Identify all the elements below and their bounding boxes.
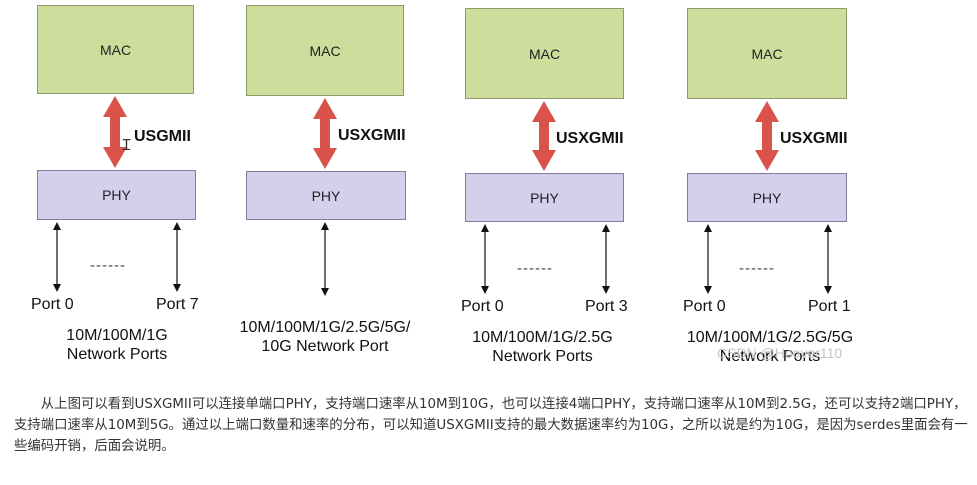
- mac-label: MAC: [751, 45, 783, 62]
- port-label-right-1: Port 7: [156, 296, 199, 313]
- mac-block-1: MAC: [37, 5, 194, 94]
- mac-block-4: MAC: [687, 8, 847, 99]
- port-ellipsis-3: ------: [517, 260, 553, 277]
- bus-label-4: USXGMII: [780, 130, 848, 147]
- caption-line-2: Network Ports: [492, 348, 593, 365]
- mac-block-3: MAC: [465, 8, 624, 99]
- phy-block-4: PHY: [687, 173, 847, 222]
- bus-arrow-4: [755, 101, 779, 171]
- phy-label: PHY: [102, 187, 131, 203]
- caption-3: 10M/100M/1G/2.5G Network Ports: [455, 328, 630, 366]
- port-label-left-3: Port 0: [461, 298, 504, 315]
- port-ellipsis-4: ------: [739, 260, 775, 277]
- caption-line-1: 10M/100M/1G/2.5G/5G/: [239, 319, 411, 336]
- caption-1: 10M/100M/1G Network Ports: [37, 326, 197, 364]
- phy-label: PHY: [530, 189, 559, 206]
- caption-line-2: Network Ports: [719, 348, 821, 365]
- mac-block-2: MAC: [246, 5, 404, 96]
- description-paragraph: 从上图可以看到USXGMII可以连接单端口PHY，支持端口速率从10M到10G，…: [14, 397, 968, 454]
- bus-label-2: USXGMII: [338, 127, 406, 144]
- caption-line-1: 10M/100M/1G/2.5G: [472, 329, 613, 346]
- phy-label: PHY: [752, 189, 782, 206]
- phy-label: PHY: [311, 187, 341, 204]
- watermark: CSDN @Hoover110: [717, 345, 843, 361]
- phy-block-1: PHY: [37, 170, 196, 220]
- port-ellipsis-1: ------: [90, 257, 126, 274]
- port-label-left-4: Port 0: [683, 298, 726, 315]
- caption-2: 10M/100M/1G/2.5G/5G/ 10G Network Port: [225, 318, 425, 356]
- mac-label: MAC: [99, 41, 132, 58]
- bus-label-1: USGMII: [134, 128, 191, 145]
- phy-block-2: PHY: [246, 171, 406, 220]
- bus-arrow-3: [532, 101, 556, 171]
- port-label-right-3: Port 3: [585, 298, 628, 315]
- port-label-right-4: Port 1: [808, 298, 851, 315]
- phy-block-3: PHY: [465, 173, 624, 222]
- bus-arrow-1: [103, 96, 127, 168]
- caption-4: 10M/100M/1G/2.5G/5G Network Ports: [670, 328, 870, 366]
- bus-label-3: USXGMII: [556, 130, 624, 147]
- mac-label: MAC: [309, 42, 341, 59]
- text-cursor-icon: Ｉ: [119, 136, 135, 154]
- caption-line-2: 10G Network Port: [261, 338, 389, 355]
- caption-line-1: 10M/100M/1G/2.5G/5G: [686, 329, 854, 346]
- usxgmii-diagram: MAC MAC MAC MAC PHY PHY PHY PHY Ｉ USGMII…: [31, 5, 870, 366]
- connection-arrows: [53, 96, 832, 296]
- port-label-left-1: Port 0: [31, 296, 74, 313]
- caption-line-1: 10M/100M/1G: [66, 327, 168, 344]
- mac-label: MAC: [528, 45, 561, 62]
- caption-line-2: Network Ports: [66, 346, 168, 363]
- bus-arrow-2: [313, 98, 337, 169]
